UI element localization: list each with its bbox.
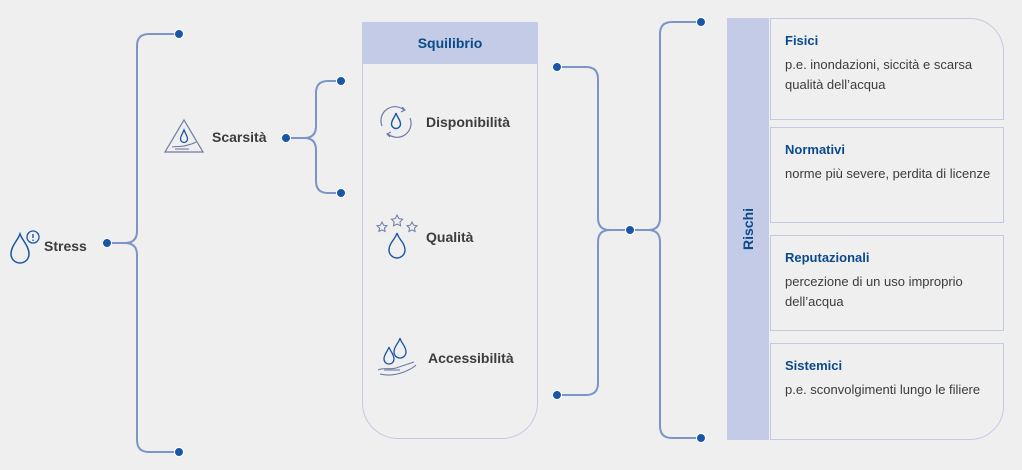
hand-triangle-drop-icon [162, 116, 206, 158]
rischi-label-wrap: Rischi [727, 18, 769, 440]
risk-card-normativi: Normativi norme più severe, perdita di l… [770, 127, 1004, 223]
squilibrio-label: Squilibrio [417, 35, 483, 51]
risk-description: p.e. sconvolgimenti lungo le filiere [785, 382, 981, 397]
risk-description: percezione di un uso improprio dell’acqu… [785, 274, 963, 309]
risk-title: Normativi [785, 142, 845, 157]
risk-description: norme più severe, perdita di licenze [785, 166, 991, 181]
accessibilita-label: Accessibilità [428, 350, 514, 366]
risk-description: p.e. inondazioni, siccità e scarsa quali… [785, 57, 973, 92]
rischi-bar [727, 18, 769, 440]
risk-card-sistemici: Sistemici p.e. sconvolgimenti lungo le f… [770, 343, 1004, 440]
qualita-item: Qualità [374, 212, 473, 262]
squilibrio-header: Squilibrio [362, 22, 538, 64]
risk-card-reputazionali: Reputazionali percezione di un uso impro… [770, 235, 1004, 331]
disponibilita-item: Disponibilità [374, 102, 510, 142]
qualita-label: Qualità [426, 229, 474, 245]
risk-title: Fisici [785, 33, 819, 48]
scarsita-node: Scarsità [162, 116, 266, 158]
risk-title: Reputazionali [785, 250, 870, 265]
drop-cycle-icon [374, 102, 418, 142]
stress-label: Stress [44, 238, 87, 254]
water-drop-alert-icon [8, 226, 42, 266]
hand-drops-icon [374, 334, 420, 382]
risk-title: Sistemici [785, 358, 843, 373]
disponibilita-label: Disponibilità [426, 114, 510, 130]
accessibilita-item: Accessibilità [374, 334, 514, 382]
scarsita-label: Scarsità [212, 129, 267, 145]
rischi-label: Rischi [740, 207, 757, 251]
risk-card-fisici: Fisici p.e. inondazioni, siccità e scars… [770, 18, 1004, 120]
drop-stars-icon [374, 212, 420, 262]
stress-node: Stress [8, 226, 87, 266]
